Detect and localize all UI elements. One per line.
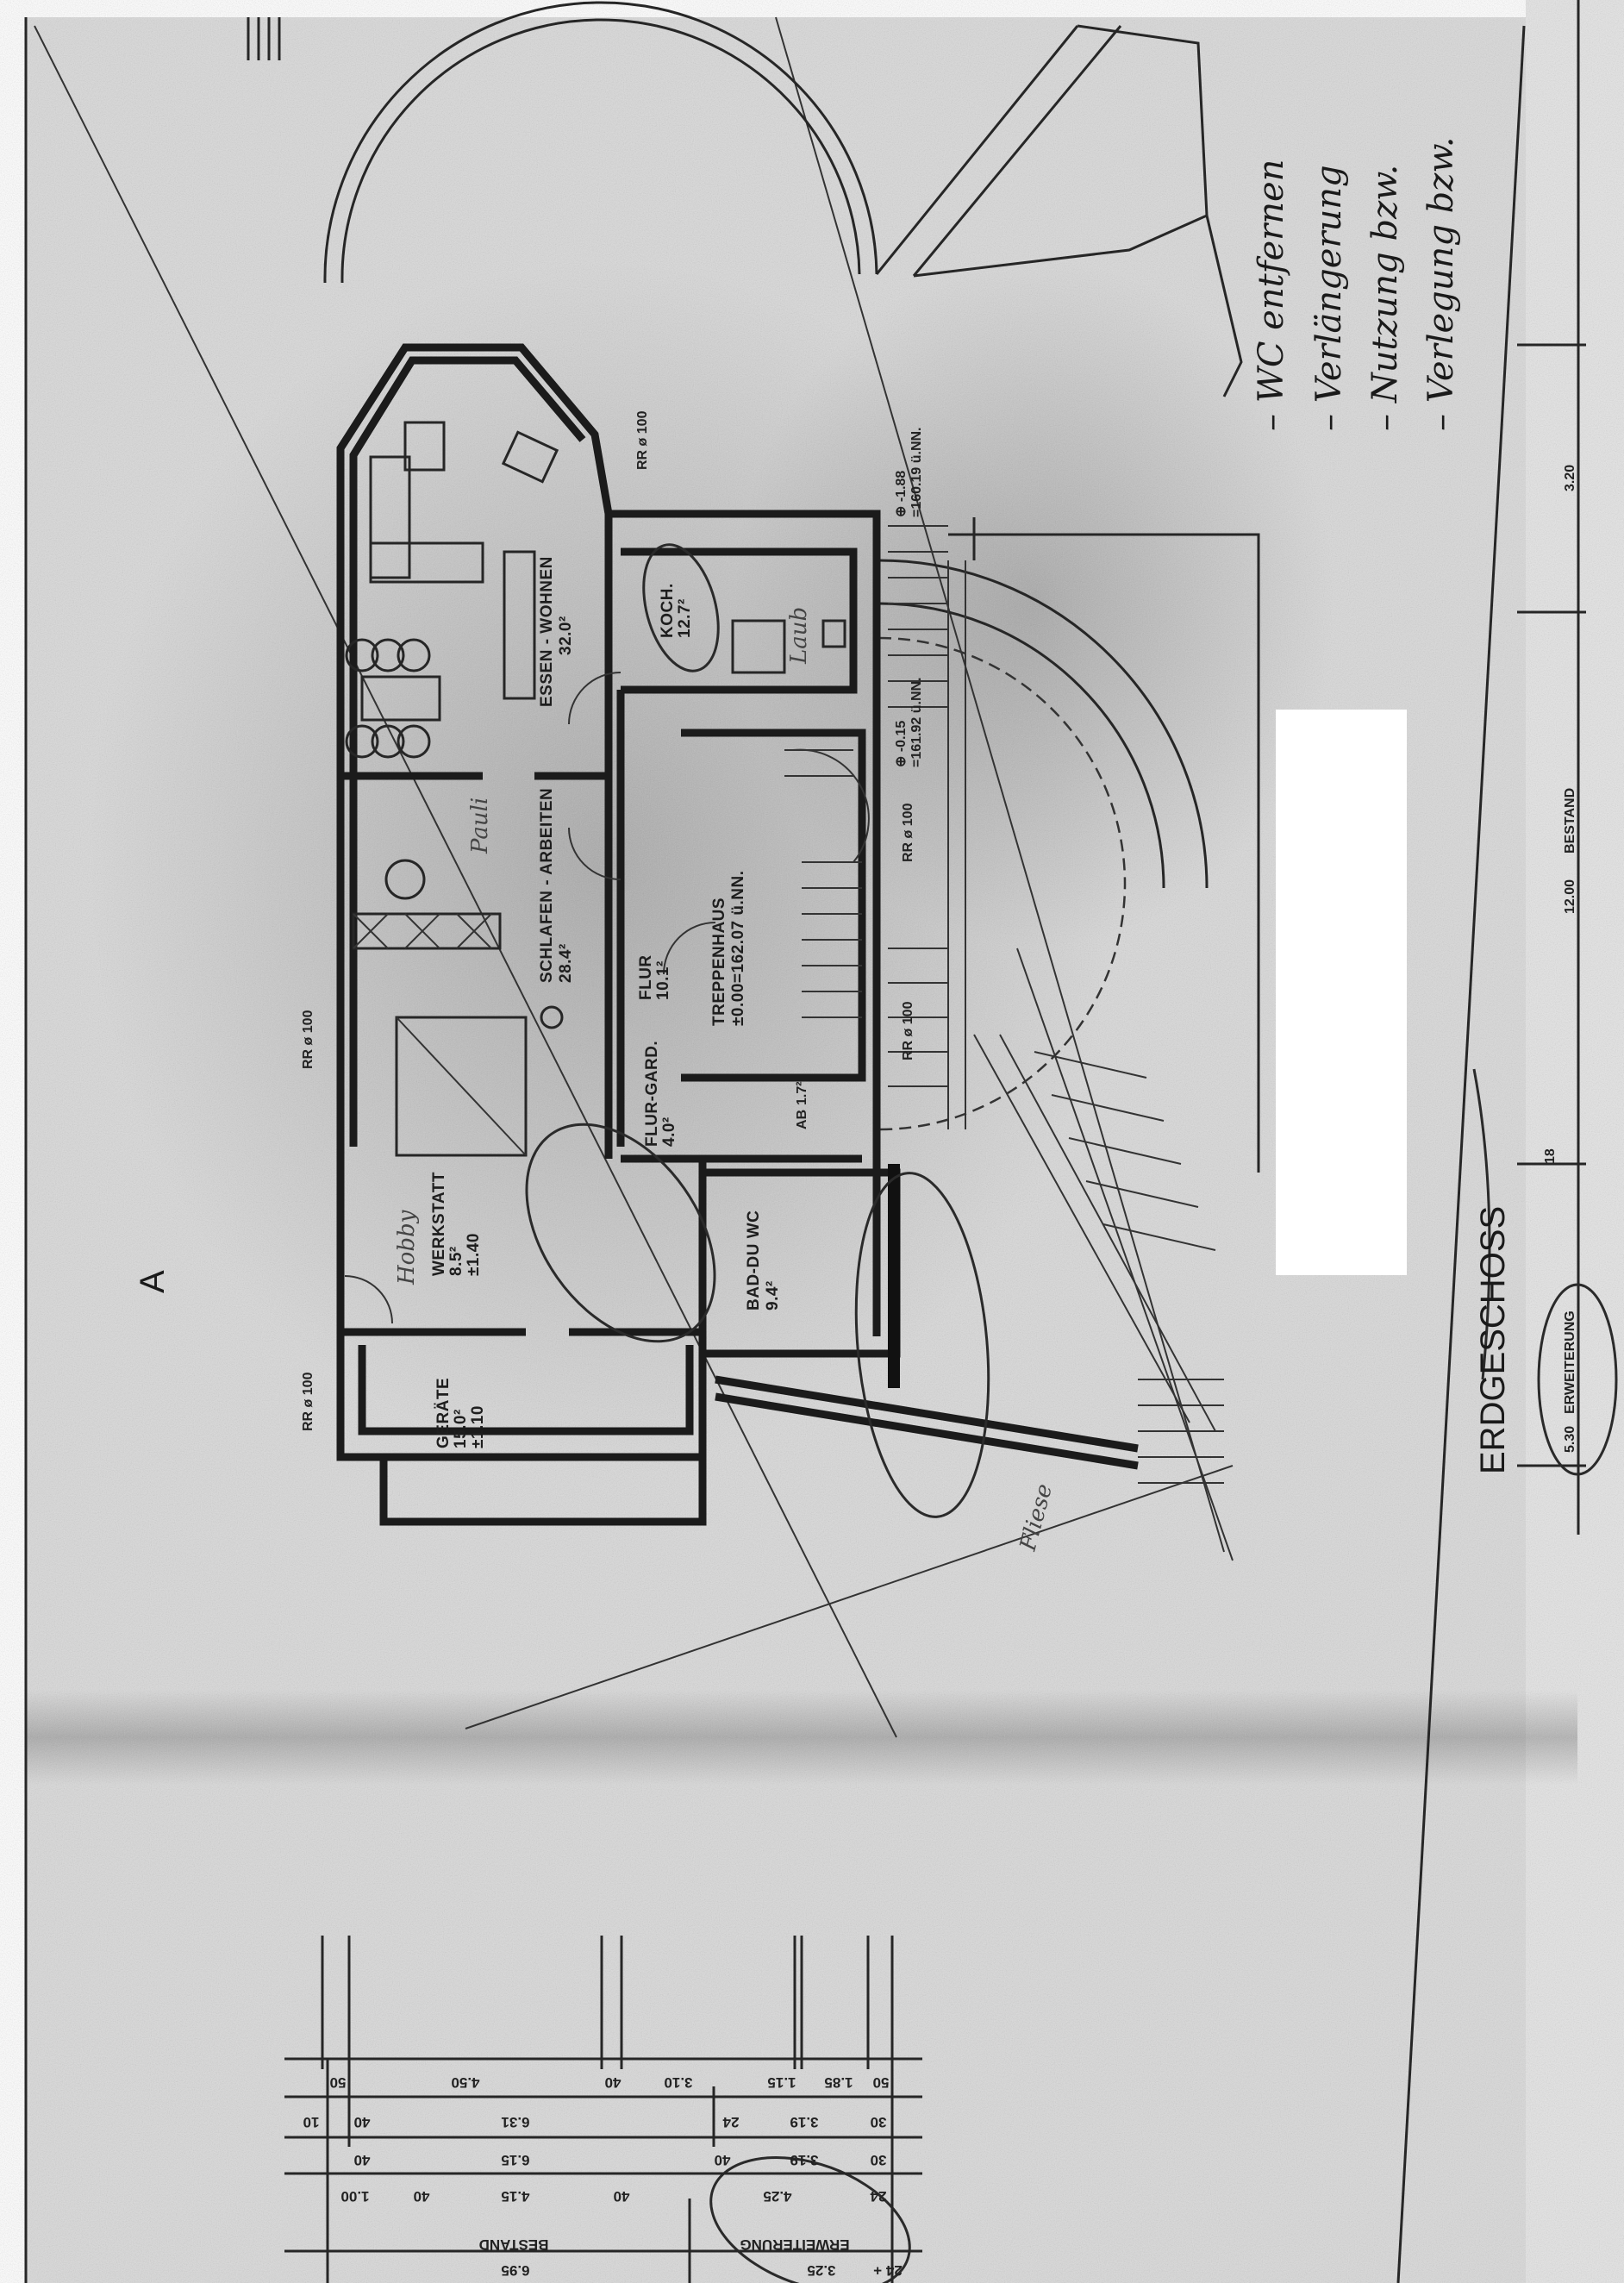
dimension-value: 6.95 (501, 2262, 529, 2279)
room-label-treppenhaus: TREPPENHAUS (710, 898, 728, 1026)
room-label-schlafen-arbeiten: SCHLAFEN - ARBEITEN (538, 788, 556, 983)
dimension-value: 1.00 (340, 2188, 369, 2205)
handwritten-room-note: Laub (786, 607, 812, 665)
dimension-value: 18 (1543, 1148, 1558, 1164)
garden-arc (323, 1, 1243, 397)
section-marker: A (134, 1270, 172, 1293)
dimension-value: 3.20 (1563, 465, 1577, 491)
dimension-value: 40 (414, 2188, 430, 2205)
level-absolute-2: =161.92 ü.NN. (909, 678, 924, 768)
dimension-value: 30 (871, 2114, 887, 2130)
dimension-value: 3.19 (790, 2152, 818, 2168)
dimension-value: 3.10 (664, 2074, 692, 2091)
dimension-value: 30 (871, 2152, 887, 2168)
room-area-schlafen-arbeiten: 28.4² (557, 943, 575, 983)
bottom-dimension-grid: 50 4.50 40 3.10 1.15 1.85 50 10 40 6.31 24 3.19 30 40… (284, 1936, 922, 2283)
dimension-value: 40 (614, 2188, 630, 2205)
rr-label: RR ø 100 (301, 1372, 315, 1431)
rr-label: RR ø 100 (901, 1001, 915, 1060)
room-label-flur: FLUR (637, 954, 655, 1000)
handwritten-note: – Verlängerung (1309, 165, 1349, 431)
technical-annotations: RR ø 100 RR ø 100 RR ø 100 RR ø 100 RR ø… (301, 410, 924, 1431)
dimension-label: BESTAND (1563, 788, 1577, 854)
room-label-geraete: GERÄTE (434, 1378, 453, 1448)
dimension-value: 40 (715, 2152, 731, 2168)
room-area-flur: 10.1² (654, 960, 672, 1000)
room-labels: ESSEN - WOHNEN 32.0² SCHLAFEN - ARBEITEN… (430, 556, 809, 1448)
handwritten-room-note: Hobby (394, 1210, 420, 1285)
dimension-value: 6.15 (501, 2152, 529, 2168)
dimension-value: 10 (303, 2114, 320, 2130)
rr-label: RR ø 100 (635, 410, 650, 470)
dimension-value: 4.15 (501, 2188, 529, 2205)
dimension-value: 40 (354, 2114, 371, 2130)
room-label-bad-wc: BAD-DU WC (745, 1210, 763, 1310)
dimension-value: ERWEITERUNG (740, 2236, 849, 2253)
dimension-value: 40 (605, 2074, 621, 2091)
dimension-value: 24 (870, 2188, 886, 2205)
room-level-geraete: ±1.10 (469, 1405, 487, 1448)
room-label-werkstatt: WERKSTATT (430, 1172, 448, 1276)
room-label-ab: AB (795, 1110, 809, 1129)
room-level-werkstatt: ±1.40 (465, 1233, 483, 1276)
dimension-value: BESTAND (479, 2236, 549, 2253)
rr-label: RR ø 100 (301, 1010, 315, 1069)
building-walls (336, 343, 1139, 1526)
room-area-ab: 1.7² (795, 1081, 809, 1105)
furniture (344, 421, 1224, 1484)
dimension-value: 1.85 (824, 2074, 853, 2091)
room-area-bad-wc: 9.4² (764, 1280, 782, 1310)
handwritten-note: – Nutzung bzw. (1365, 165, 1405, 431)
dimension-value: 6.31 (501, 2114, 529, 2130)
handwritten-room-note: Pauli (467, 797, 493, 854)
dimension-value: 40 (354, 2152, 371, 2168)
handwritten-notes: – WC entfernen – Verlängerung – Nutzung … (394, 136, 1461, 1554)
rr-label: RR ø 100 (901, 803, 915, 862)
dimension-value: 3.25 (807, 2262, 835, 2279)
room-area-geraete: 15.0² (452, 1409, 470, 1448)
site-lines (24, 0, 1586, 2283)
sheet-title: ERDGESCHOSS (1474, 1206, 1512, 1474)
room-area-werkstatt: 8.5² (447, 1246, 465, 1276)
dimension-value: 24 + (873, 2262, 903, 2279)
dimension-value: 1.15 (767, 2074, 796, 2091)
dimension-value: 5.30 (1563, 1426, 1577, 1453)
handwritten-note: – WC entfernen (1252, 159, 1291, 431)
level-relative-1: ⊕ -1.88 (894, 471, 909, 517)
level-absolute-1: =160.19 ü.NN. (909, 428, 924, 518)
room-area-koch: 12.7² (676, 598, 694, 638)
room-label-koch: KOCH. (659, 583, 677, 638)
room-area-flur-gard: 4.0² (660, 1116, 678, 1147)
dimension-label: ERWEITERUNG (1563, 1310, 1577, 1414)
dimension-value: 24 (722, 2114, 739, 2130)
dimension-value: 4.25 (763, 2188, 791, 2205)
room-level-treppenhaus: ±0.00=162.07 ü.NN. (729, 870, 747, 1026)
dimension-value: 12.00 (1563, 879, 1577, 914)
pen-markings (525, 543, 1618, 2283)
room-area-essen-wohnen: 32.0² (557, 616, 575, 655)
room-label-essen-wohnen: ESSEN - WOHNEN (538, 556, 556, 707)
dimension-value: 50 (873, 2074, 890, 2091)
right-dimension-chain: 3.20 12.00 BESTAND 5.30 ERWEITERUNG 18 (1543, 465, 1577, 1453)
terrace (878, 517, 1260, 1173)
handwritten-note: – Verlegung bzw. (1421, 136, 1461, 431)
redaction-box (1276, 710, 1407, 1275)
dimension-value: 50 (330, 2074, 347, 2091)
dimension-value: 3.19 (790, 2114, 818, 2130)
room-label-flur-gard: FLUR-GARD. (643, 1041, 661, 1147)
level-relative-2: ⊕ -0.15 (894, 721, 909, 767)
dimension-value: 4.50 (451, 2074, 479, 2091)
